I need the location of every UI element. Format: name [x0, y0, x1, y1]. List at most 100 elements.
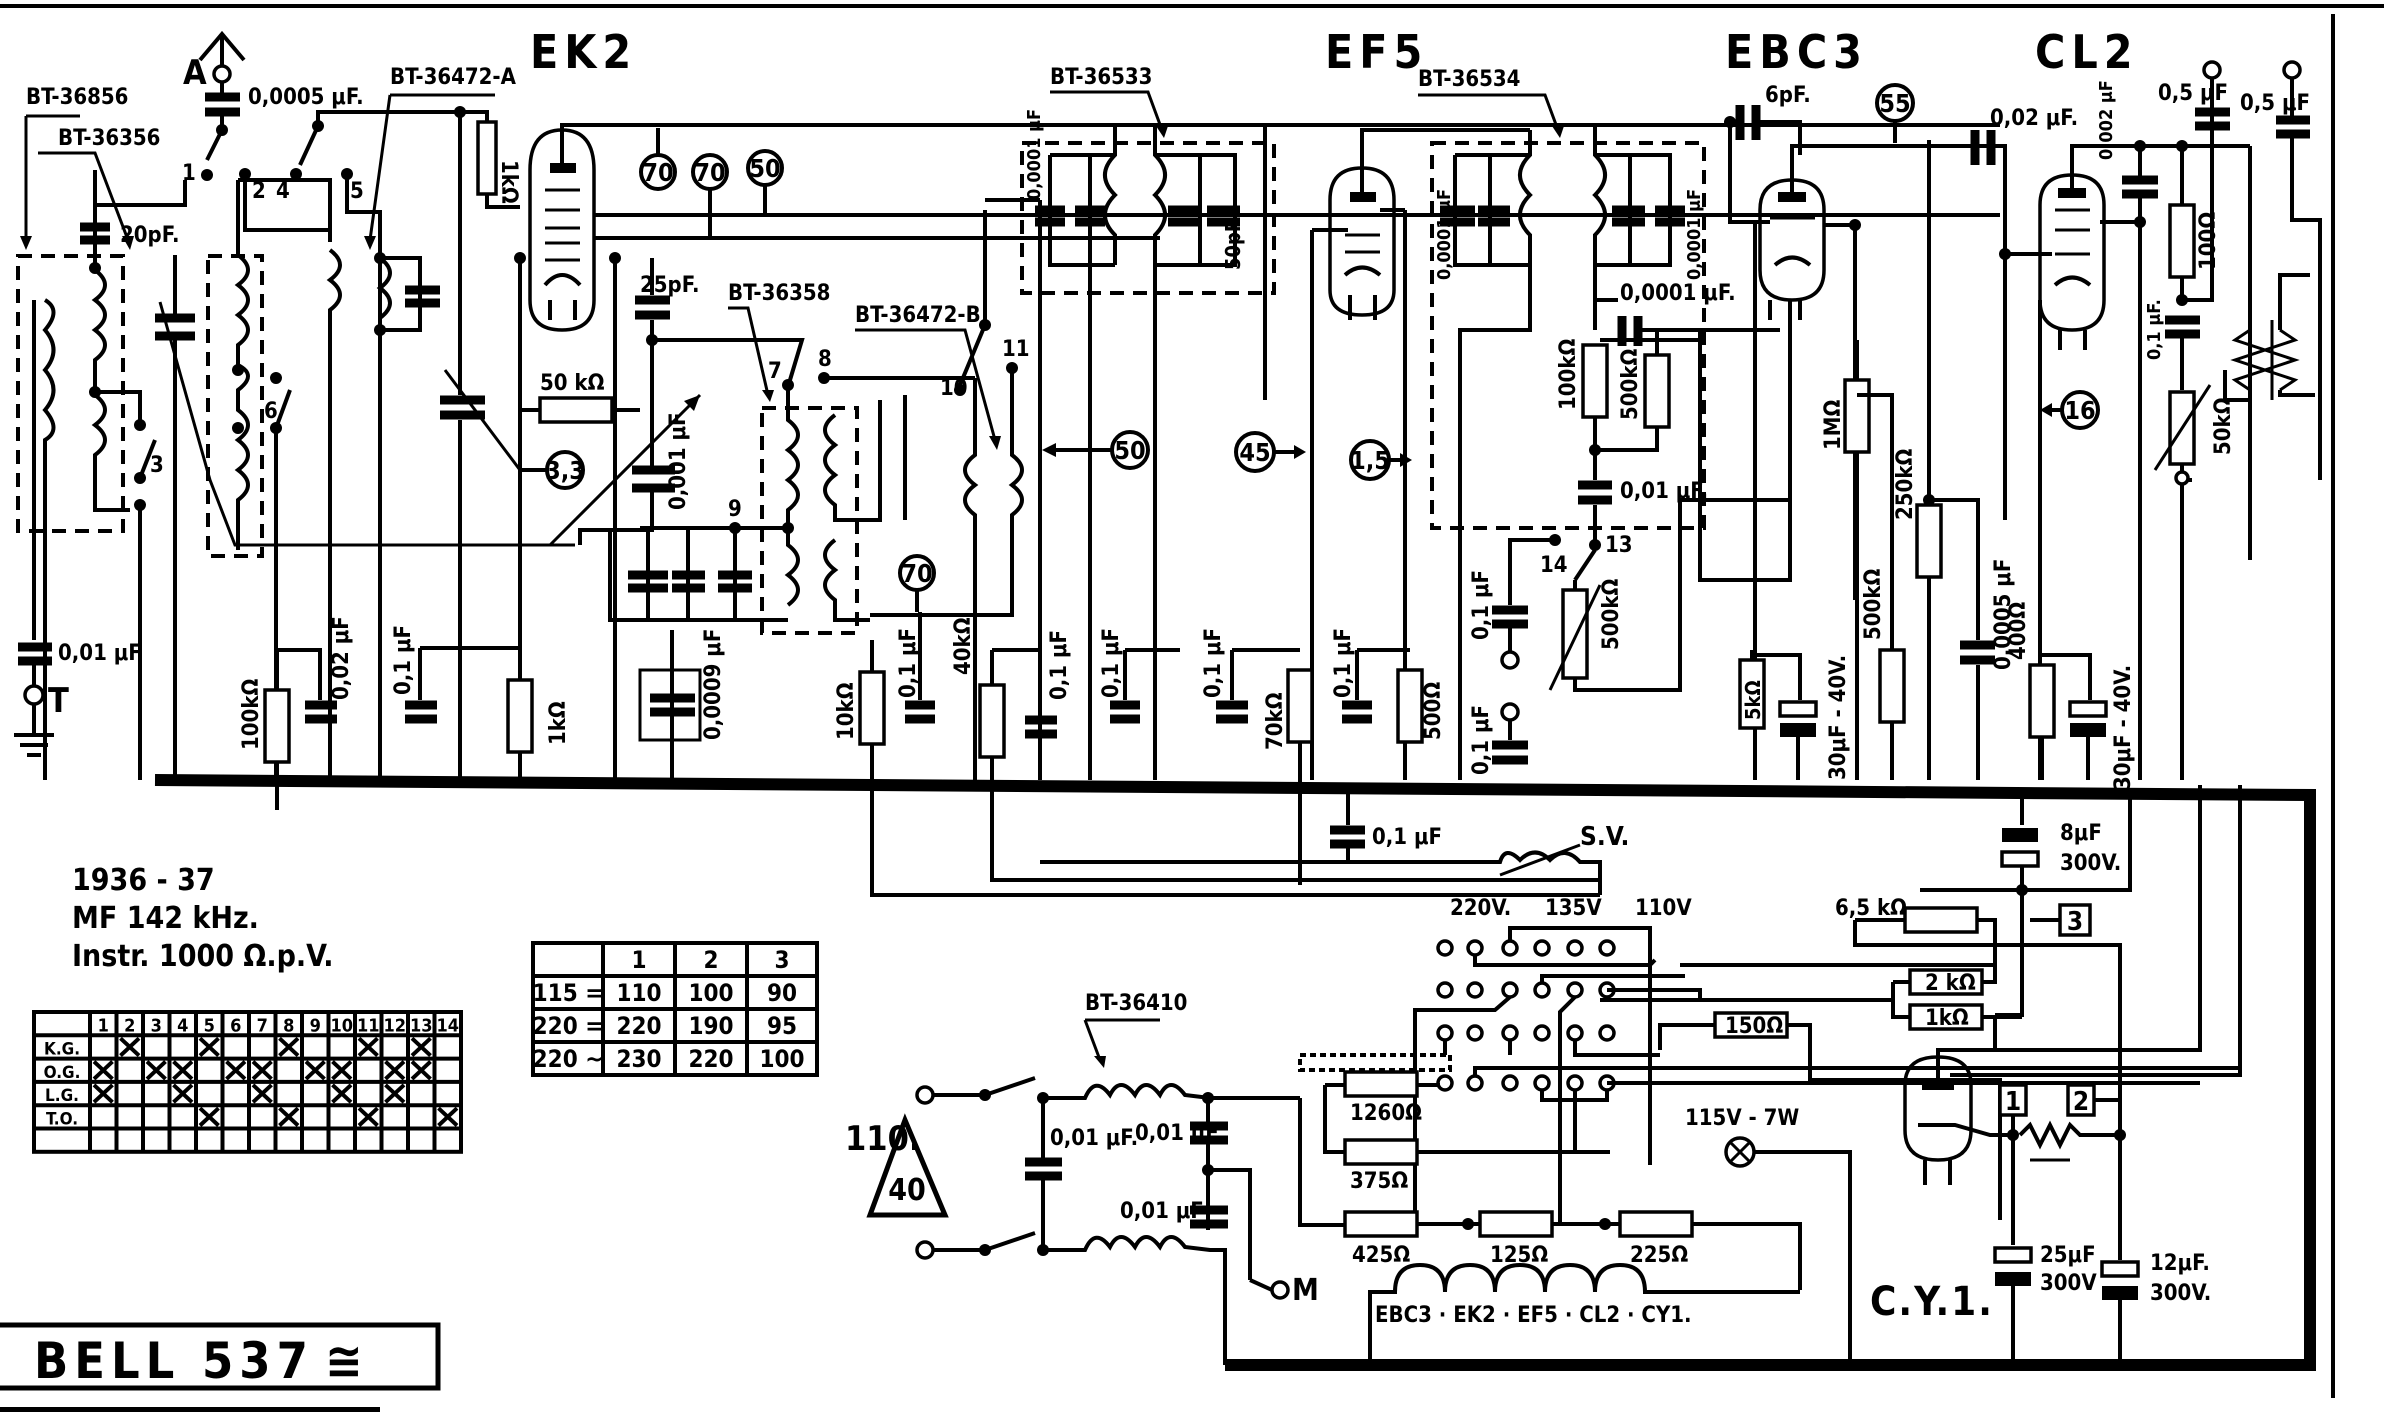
- selector-terminal[interactable]: [1598, 1024, 1616, 1042]
- test-point-15[interactable]: 1,5: [1349, 439, 1412, 481]
- r375-label: 375Ω: [1350, 1169, 1408, 1194]
- line-c2-label: 0,01 μF: [1135, 1121, 1219, 1146]
- info-block: 1936 - 37 MF 142 kHz. Instr. 1000 Ω.p.V.: [72, 863, 333, 974]
- c05b-label: 0,5 μF: [2240, 91, 2310, 116]
- title-box: BELL 537 ≅: [0, 1322, 441, 1413]
- selector-terminal[interactable]: [1533, 981, 1551, 999]
- antenna-label: A: [183, 53, 207, 93]
- dropper-resistors: 6,5 kΩ 2 kΩ 1kΩ 150Ω: [1600, 896, 2122, 1220]
- r1k-top-label: 1kΩ: [496, 160, 521, 204]
- antenna-coil-1: 20pF. 3: [16, 170, 187, 780]
- selector-terminal[interactable]: [1466, 1024, 1484, 1042]
- switch-closed-mark: [172, 1083, 194, 1104]
- selector-terminal[interactable]: [1598, 939, 1616, 957]
- switch-closed-mark: [410, 1060, 432, 1081]
- test-point-70a[interactable]: 70: [639, 128, 677, 191]
- ground-bus: [154, 774, 2316, 1371]
- r1m-label: 1MΩ: [1821, 400, 1846, 450]
- selector-terminal[interactable]: [1566, 939, 1584, 957]
- tap-135v-label: 135V: [1545, 896, 1602, 921]
- switch-contact-11: 11: [1002, 337, 1030, 362]
- switch-closed-mark: [437, 1106, 459, 1127]
- c00009-label: 0,0009 μF: [701, 629, 726, 740]
- selector-terminal[interactable]: [1466, 939, 1484, 957]
- selector-terminal[interactable]: [1566, 1024, 1584, 1042]
- vol-500k-label: 500kΩ: [1599, 579, 1624, 650]
- voltage-table-cell: 220 ~: [533, 1045, 604, 1073]
- svg-text:1,5: 1,5: [1350, 446, 1390, 475]
- mains-terminal-2[interactable]: [915, 1240, 935, 1260]
- t-terminal[interactable]: [23, 684, 45, 706]
- test-point-70b[interactable]: 70: [691, 153, 729, 236]
- test-point-70c[interactable]: 70: [898, 554, 936, 612]
- c01-bus-label: 0,1 μF: [1372, 825, 1442, 850]
- antenna-terminal[interactable]: [212, 64, 232, 84]
- switch-closed-mark: [251, 1060, 273, 1081]
- switch-table-row-label: O.G.: [44, 1063, 81, 1083]
- selector-terminal[interactable]: [1501, 1024, 1519, 1042]
- boxed-point-3[interactable]: 3: [2030, 903, 2092, 937]
- c00001-d-label: 0,0001 μF.: [1620, 281, 1736, 306]
- selector-terminal[interactable]: [1533, 1024, 1551, 1042]
- switch-table-col-header: 3: [151, 1015, 162, 1036]
- test-point-50b[interactable]: 50: [1042, 430, 1150, 470]
- test-point-45[interactable]: 45: [1234, 431, 1306, 473]
- r50k-label: 50 kΩ: [540, 371, 605, 396]
- boxed-point-1[interactable]: [1998, 1083, 2028, 1117]
- test-point-50a[interactable]: 50: [746, 149, 784, 213]
- switch-table-col-header: 2: [124, 1015, 135, 1036]
- voltage-table-cell: 220 =: [533, 1012, 604, 1040]
- selector-terminal[interactable]: [1566, 981, 1584, 999]
- test-point-16[interactable]: 16: [2040, 390, 2100, 430]
- svg-text:70: 70: [901, 559, 932, 588]
- tap-220v-label: 220V.: [1450, 896, 1511, 921]
- ref-bt36356: BT-36356: [38, 126, 160, 250]
- c01-sw-label: 0,1 μF: [1469, 570, 1494, 640]
- e12v-label: 300V.: [2150, 1281, 2211, 1306]
- selector-terminal[interactable]: [1501, 939, 1519, 957]
- voltage-table-cell: 220: [616, 1012, 661, 1040]
- selector-terminal[interactable]: [1436, 1024, 1454, 1042]
- if-transformer-2: 0,0001 μF 0,0001 μF 0,0001 μF. 100kΩ 500…: [1430, 125, 1780, 780]
- selector-terminal[interactable]: [1436, 1074, 1454, 1092]
- c6pf-label: 6pF.: [1765, 83, 1811, 108]
- switch-closed-mark: [119, 1036, 141, 1058]
- selector-terminal[interactable]: [1466, 1074, 1484, 1092]
- svg-text:55: 55: [1879, 89, 1910, 118]
- test-point-55[interactable]: 55: [1875, 83, 1915, 143]
- c0001-label: 0,001 μF: [666, 412, 691, 510]
- r500k-b-label: 500kΩ: [1861, 569, 1886, 640]
- trimmer-caps: 9 0,0009 μF: [608, 497, 788, 780]
- svg-text:3,3: 3,3: [545, 456, 585, 485]
- selector-terminal[interactable]: [1533, 939, 1551, 957]
- selector-terminal[interactable]: [1501, 981, 1519, 999]
- switch-table-col-header: 10: [330, 1015, 353, 1036]
- tube-ek2: 1kΩ: [470, 110, 2000, 780]
- chassis-terminal-m[interactable]: [1270, 1280, 1290, 1300]
- line-c3-label: 0,01 μF: [1120, 1199, 1204, 1224]
- selector-terminal[interactable]: [1501, 1074, 1519, 1092]
- pot50k-label: 50kΩ: [2211, 397, 2236, 455]
- selector-terminal[interactable]: [1566, 1074, 1584, 1092]
- selector-terminal[interactable]: [1533, 1074, 1551, 1092]
- info-instrument: Instr. 1000 Ω.p.V.: [72, 939, 333, 974]
- selector-terminal[interactable]: [1436, 981, 1454, 999]
- r425-label: 425Ω: [1352, 1243, 1410, 1268]
- ref-bt36534: BT-36534: [1418, 67, 1564, 138]
- selector-terminal[interactable]: [1466, 981, 1484, 999]
- svg-text:BT-36533: BT-36533: [1050, 65, 1152, 90]
- lower-components-left: 100kΩ 0,02 μF 0,1 μF 1kΩ 10kΩ 0,1 μF 40k…: [239, 612, 1600, 897]
- mains-terminal-1[interactable]: [915, 1085, 935, 1105]
- switch-closed-mark: [410, 1036, 432, 1058]
- switch-contact-8: 8: [818, 347, 832, 372]
- switch-table-col-header: 13: [410, 1015, 433, 1036]
- ref-bt36472b: BT-36472-B: [855, 303, 1001, 450]
- switch-contact-9: 9: [728, 497, 742, 522]
- lamp-label: 115V - 7W: [1685, 1106, 1799, 1131]
- selector-wire: [1540, 974, 1685, 983]
- voltage-table-cell: 95: [767, 1012, 797, 1040]
- selector-terminal[interactable]: [1436, 939, 1454, 957]
- mains-40-label: 40: [888, 1173, 926, 1208]
- svg-text:3: 3: [2067, 907, 2083, 937]
- test-point-33[interactable]: 3,3: [520, 450, 585, 490]
